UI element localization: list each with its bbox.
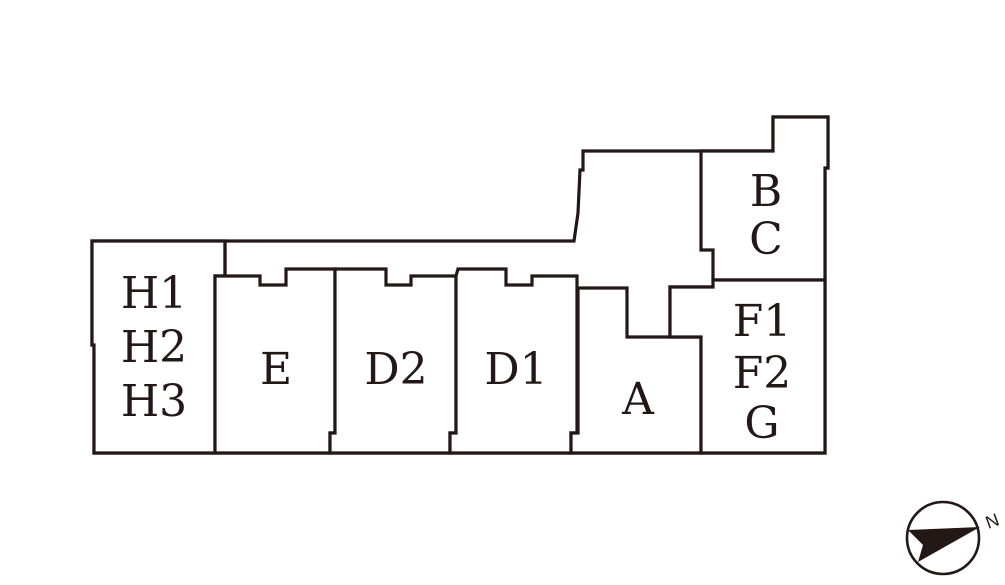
unit-a[interactable]: A [569,286,703,455]
unit-label-a: A [621,374,655,425]
unit-label-e: E [260,344,292,395]
unit-label-d2: D2 [364,344,427,395]
unit-bc[interactable]: B C [699,115,830,282]
unit-label-h3: H3 [121,376,187,427]
unit-label-b: B [750,166,782,217]
unit-fg-outline [668,278,827,455]
unit-e[interactable]: E [213,267,337,455]
compass: N [905,500,1002,576]
unit-label-d1: D1 [484,344,547,395]
unit-label-g: G [744,398,779,449]
unit-h[interactable]: H1 H2 H3 [90,239,227,455]
unit-label-c: C [749,214,783,265]
unit-label-h2: H2 [121,322,187,373]
compass-needle-icon [908,527,980,562]
unit-label-h1: H1 [121,268,187,319]
unit-bc-outline [699,115,830,282]
compass-north-label: N [983,510,1002,533]
unit-label-f2: F2 [733,348,792,399]
unit-fg[interactable]: F1 F2 G [668,278,827,455]
unit-d1[interactable]: D1 [448,267,579,455]
unit-d2[interactable]: D2 [328,267,458,455]
unit-label-f1: F1 [733,296,792,347]
